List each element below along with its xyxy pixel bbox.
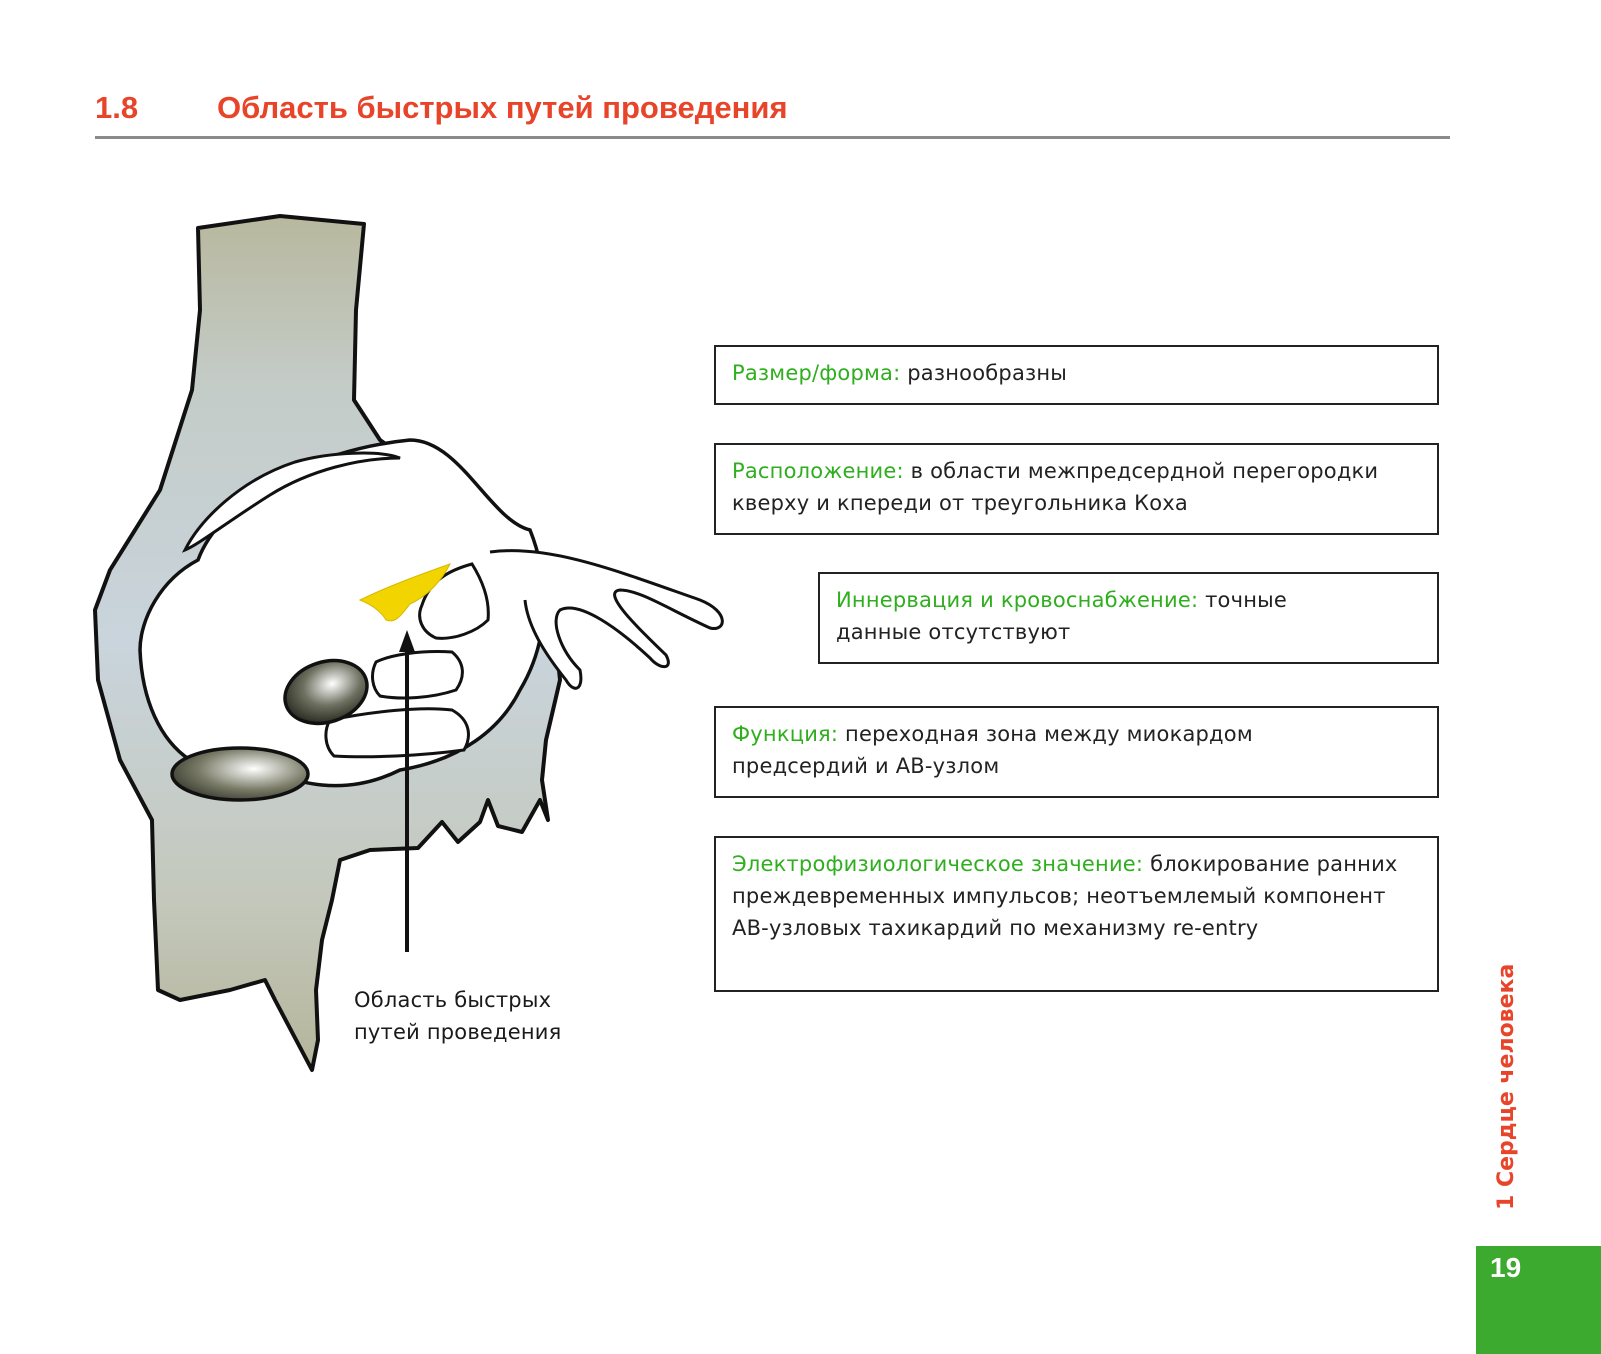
header-rule xyxy=(95,136,1450,139)
info-box-electrophysiology-key: Электрофизиологическое значение: xyxy=(732,852,1143,876)
info-box-location: Расположение: в области межпредсердной п… xyxy=(714,443,1439,535)
figure-label-line2: путей проведения xyxy=(354,1016,562,1048)
info-box-innervation-key: Иннервация и кровоснабжение: xyxy=(836,588,1198,612)
section-title: Область быстрых путей проведения xyxy=(217,90,788,126)
info-box-size-text: разнообразны xyxy=(900,361,1067,385)
page-number: 19 xyxy=(1490,1252,1521,1284)
info-box-size-key: Размер/форма: xyxy=(732,361,900,385)
chapter-side-tab-text: 1 Сердце человека xyxy=(1494,964,1519,1210)
heart-diagram-svg xyxy=(80,200,760,1080)
info-box-location-key: Расположение: xyxy=(732,459,904,483)
info-box-innervation: Иннервация и кровоснабжение: точные данн… xyxy=(818,572,1439,664)
info-box-function-key: Функция: xyxy=(732,722,838,746)
compartment-mid xyxy=(373,652,463,698)
his-bundle-node xyxy=(172,748,308,800)
figure-label-line1: Область быстрых xyxy=(354,984,562,1016)
section-header: 1.8 Область быстрых путей проведения xyxy=(95,84,1450,140)
chapter-side-tab: 1 Сердце человека xyxy=(1474,920,1514,1210)
page-number-block: 19 xyxy=(1476,1246,1601,1354)
figure-label: Область быстрых путей проведения xyxy=(354,984,562,1048)
info-box-function: Функция: переходная зона между миокардом… xyxy=(714,706,1439,798)
section-number: 1.8 xyxy=(95,90,138,126)
heart-diagram xyxy=(80,200,760,1084)
info-box-size: Размер/форма: разнообразны xyxy=(714,345,1439,405)
info-box-electrophysiology: Электрофизиологическое значение: блокиро… xyxy=(714,836,1439,992)
